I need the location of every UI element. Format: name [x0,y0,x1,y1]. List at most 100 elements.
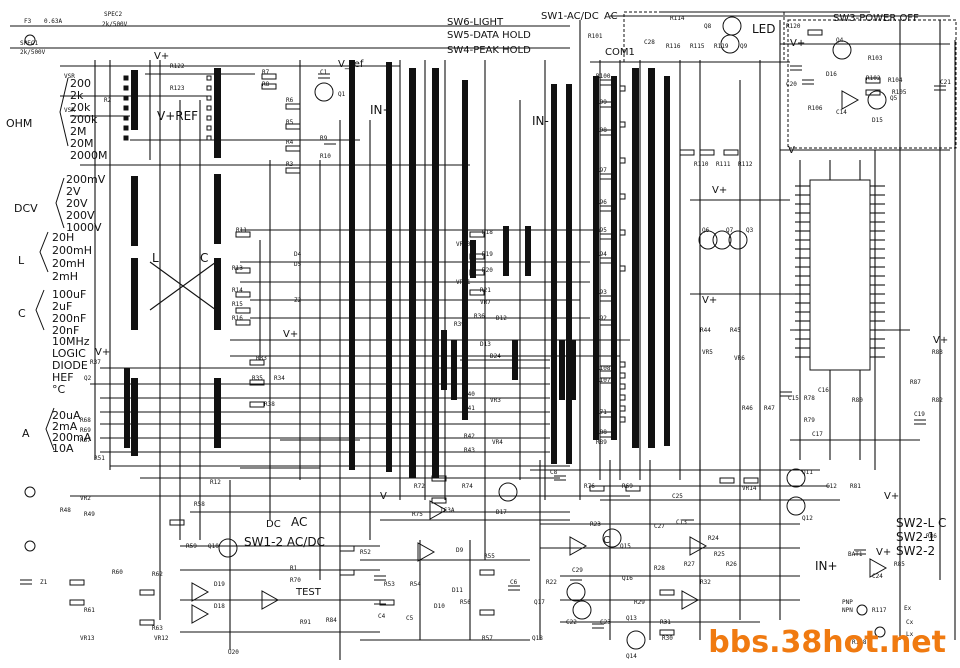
part-designator-q16b: Q16 [622,575,633,582]
net-in-minus: IN- [532,114,549,128]
opamp-symbol [681,590,700,610]
part-designator-c20: C20 [786,81,797,88]
part-designator-r110: R110 [694,161,709,168]
part-designator-c24: C24 [872,573,883,580]
part-designator-r18: R18 [482,229,493,236]
switch-bar [349,60,355,470]
resistor-symbol [865,89,881,96]
dcv-range-label: 1000V [66,221,102,234]
part-designator-r69b: R69 [622,483,633,490]
part-designator-q8: Q8 [704,23,712,30]
resistor-symbol [261,73,277,80]
switch-contact [123,85,129,91]
c-range-label: 100uF [52,288,87,301]
a-group-title: A [22,427,30,440]
switch-bar [131,176,138,246]
net-in-plus-b: IN+ [815,559,838,573]
resistor-symbol [235,307,251,314]
main-ic [809,179,871,371]
part-designator-r79: R79 [804,417,815,424]
net-vplus-2: V+ [712,185,728,196]
part-designator-vr4: VR4 [492,439,503,446]
part-designator-r45: R45 [730,327,741,334]
c-range-label: 20nF [52,324,80,337]
opamp-symbol [689,536,708,556]
part-designator-r16: R16 [232,315,243,322]
input-jack [24,540,36,552]
part-designator-r116: R116 [666,43,681,50]
resistor-symbol [599,377,615,384]
part-designator-r55: R55 [484,553,495,560]
resistor-symbol [719,477,735,484]
part-designator-q7: Q7 [726,227,734,234]
switch-contact [123,95,129,101]
part-designator-r23: R23 [590,521,601,528]
part-designator-vr11: VR11 [456,279,471,286]
part-designator-q5: Q5 [890,95,898,102]
a-range-label: 200mA [52,431,92,444]
part-designator-r13: R13 [232,265,243,272]
part-designator-r107: R107 [596,377,611,384]
resistor-symbol [599,319,615,326]
resistor-symbol [659,589,675,596]
part-designator-vsr2: VSR [64,107,75,114]
opamp-symbol [869,558,888,578]
part-designator-r94: R94 [596,251,607,258]
part-designator-spec1_val: 2k/500V [20,49,46,56]
range-bracket [59,77,69,147]
switch-contact [123,135,129,141]
part-designator-r81: R81 [850,483,861,490]
switch-bar [432,68,439,478]
switch-bar [503,226,509,276]
part-designator-r93: R93 [596,289,607,296]
part-designator-r24: R24 [708,535,719,542]
part-designator-f3_val: 0.63A [44,18,63,25]
part-designator-r102: R102 [866,75,881,82]
resistor-symbol [807,29,823,36]
part-designator-d19: D19 [214,581,225,588]
ohm-range-label: 200k [70,113,98,126]
part-designator-r108: R108 [596,365,611,372]
part-designator-r5: R5 [286,119,294,126]
switch-bar [551,84,557,464]
switch-contact [206,125,212,131]
part-designator-q11: Q11 [802,469,813,476]
part-designator-r41: R41 [464,405,475,412]
function-label: HEF [52,371,74,384]
part-designator-r114: R114 [670,15,685,22]
part-designator-r101: R101 [588,33,603,40]
part-designator-d24: D24 [490,353,501,360]
part-designator-ex: Ex [904,605,912,612]
switch-contact [123,105,129,111]
part-designator-r7: R7 [262,69,270,76]
part-designator-r88: R88 [596,429,607,436]
switch-bar [214,258,221,330]
switch-contact [619,85,626,92]
resistor-symbol [249,401,265,408]
net-vplus-7: V+ [790,38,806,49]
site-watermark: bbs.38hot.net [708,625,946,660]
resistor-symbol [599,233,615,240]
part-designator-r22: R22 [546,579,557,586]
net-vplus-8: V+ [95,347,111,358]
part-designator-r1: R1 [290,565,298,572]
part-designator-d17: D17 [496,509,507,516]
transistor-symbol [867,90,887,110]
sw1-note: SW1-AC/DC [541,11,599,22]
resistor-symbol [599,295,615,302]
part-designator-r44: R44 [700,327,711,334]
part-designator-d5: D5 [294,261,302,268]
range-bracket [35,289,45,331]
transistor-symbol [314,82,334,102]
part-designator-spec1: SPEC1 [20,40,39,47]
part-designator-r119: R119 [714,43,729,50]
ohm-range-label: 2k [70,89,84,102]
part-designator-r122: R122 [170,63,185,70]
part-designator-npn: NPN [842,607,853,614]
part-designator-r46: R46 [742,405,753,412]
opamp-symbol [417,542,436,562]
ohm-range-label: 20k [70,101,91,114]
switch-bar [131,258,138,330]
resistor-symbol [69,579,85,586]
part-designator-bat1: BAT1 [848,551,863,558]
